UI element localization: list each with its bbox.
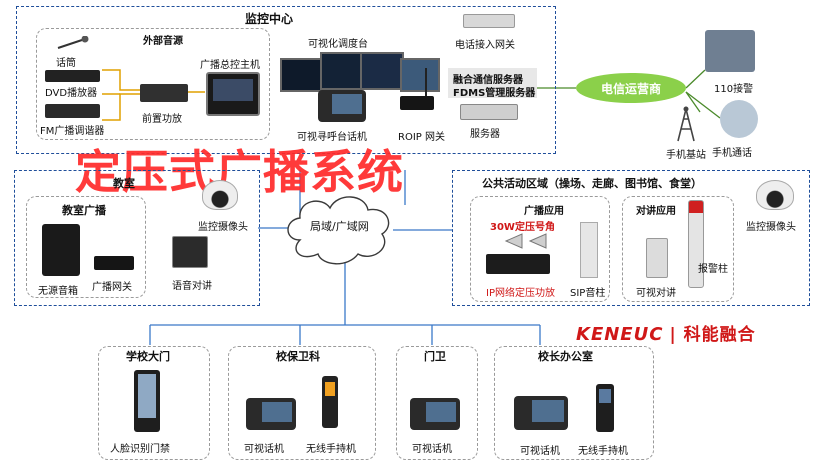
dispatch-console-icon: [280, 52, 440, 98]
server-label: 服务器: [470, 129, 500, 140]
mobile-user-icon: [720, 100, 758, 138]
fm-label: FM广播调谐器: [40, 126, 105, 137]
face-access-label: 人脸识别门禁: [110, 444, 170, 455]
host-label: 广播总控主机: [200, 60, 260, 71]
classroom-title: 教室: [113, 177, 135, 190]
passive-speaker-icon: [42, 224, 80, 276]
classroom-camera-label: 监控摄像头: [198, 222, 248, 233]
classroom-frame: [14, 170, 260, 306]
video-phone-icon-3: [514, 396, 568, 430]
broadcast-app-frame: [470, 196, 610, 302]
public-camera-icon: [756, 180, 794, 210]
intercom-app-title: 对讲应用: [636, 206, 676, 217]
mic-label: 话筒: [56, 58, 76, 69]
fm-tuner-icon: [45, 104, 100, 118]
audio-source-lines: [102, 69, 205, 121]
video-phone-icon-1: [246, 398, 296, 430]
preamp-label: 前置功放: [142, 114, 182, 125]
school-gate-title: 学校大门: [126, 350, 170, 363]
ip-amp-label: IP网络定压功放: [486, 288, 555, 299]
server-icon: [460, 104, 518, 120]
face-access-icon: [134, 370, 160, 432]
broadcast-host-icon: [206, 72, 260, 116]
intercom-phone-label: 可视寻呼台话机: [297, 132, 367, 143]
dvd-label: DVD播放器: [45, 88, 98, 99]
brand-logo: KENEUC| 科能融合: [576, 320, 756, 345]
network-lines: [149, 170, 541, 345]
roip-gateway-icon: [400, 68, 434, 110]
external-source-frame: [36, 28, 270, 140]
video-phone-label-3: 可视话机: [520, 446, 560, 457]
intercom-app-frame: [622, 196, 734, 302]
classroom-camera-icon: [202, 180, 238, 210]
video-intercom-icon: [646, 238, 668, 278]
phone-gateway-label: 电话接入网关: [455, 40, 515, 51]
base-station-label: 手机基站: [666, 150, 706, 161]
phone-gateway-icon: [463, 14, 515, 28]
voice-intercom-icon: [172, 236, 208, 268]
security-office-title: 校保卫科: [276, 350, 320, 363]
fusion-server-box: [448, 68, 537, 98]
classroom-broadcast-title: 教室广播: [62, 204, 106, 217]
preamp-icon: [140, 84, 188, 102]
network-cloud: [287, 196, 390, 265]
sip-column-label: SIP音柱: [570, 288, 606, 299]
ip-amplifier-icon: [486, 254, 550, 274]
alarm-110-label: 110接警: [714, 84, 754, 95]
brand-cn: | 科能融合: [669, 325, 756, 345]
public-area-title: 公共活动区域（操场、走廊、图书馆、食堂）: [482, 177, 702, 190]
school-gate-frame: [98, 346, 210, 460]
dvd-player-icon: [45, 70, 100, 82]
mobile-call-label: 手机通话: [712, 148, 752, 159]
brand-latin: KENEUC: [576, 324, 664, 345]
monitor-center-frame: [16, 6, 556, 154]
fusion-server-label-1: 融合通信服务器: [453, 75, 523, 86]
public-area-frame: [452, 170, 810, 306]
alarm-operator-icon: [705, 30, 755, 72]
external-source-title: 外部音源: [143, 36, 183, 47]
passive-speaker-label: 无源音箱: [38, 286, 78, 297]
alarm-column-icon: [688, 200, 704, 288]
handset-label-2: 无线手持机: [578, 446, 628, 457]
principal-office-frame: [494, 346, 654, 460]
broadcast-gateway-label: 广播网关: [92, 282, 132, 293]
network-label: 局域/广域网: [310, 220, 369, 233]
video-phone-label-2: 可视话机: [412, 444, 452, 455]
telecom-lines: [537, 69, 721, 119]
system-title: 定压式广播系统: [75, 145, 404, 199]
horn-speaker-icon: [502, 232, 554, 250]
telecom-operator: 电信运营商: [576, 73, 686, 103]
guard-frame: [396, 346, 478, 460]
handset-icon-1: [322, 376, 338, 428]
handset-label-1: 无线手持机: [306, 444, 356, 455]
broadcast-app-title: 广播应用: [524, 206, 564, 217]
roip-label: ROIP 网关: [398, 132, 445, 143]
dispatch-label: 可视化调度台: [308, 39, 368, 50]
fusion-server-label-2: FDMS管理服务器: [453, 88, 536, 99]
base-station-icon: [673, 105, 699, 143]
public-camera-label: 监控摄像头: [746, 222, 796, 233]
microphone-icon: [52, 35, 92, 50]
broadcast-gateway-icon: [94, 256, 134, 270]
principal-office-title: 校长办公室: [538, 350, 593, 363]
classroom-broadcast-frame: [26, 196, 146, 298]
guard-title: 门卫: [424, 350, 446, 363]
intercom-phone-icon: [318, 90, 366, 122]
video-intercom-label: 可视对讲: [636, 288, 676, 299]
voice-intercom-label: 语音对讲: [172, 281, 212, 292]
handset-icon-2: [596, 384, 614, 432]
monitor-center-title: 监控中心: [245, 12, 294, 26]
video-phone-label-1: 可视话机: [244, 444, 284, 455]
horn-label: 30W定压号角: [490, 222, 555, 233]
video-phone-icon-2: [410, 398, 460, 430]
security-office-frame: [228, 346, 376, 460]
alarm-column-label: 报警柱: [698, 264, 728, 275]
sip-column-icon: [580, 222, 598, 278]
